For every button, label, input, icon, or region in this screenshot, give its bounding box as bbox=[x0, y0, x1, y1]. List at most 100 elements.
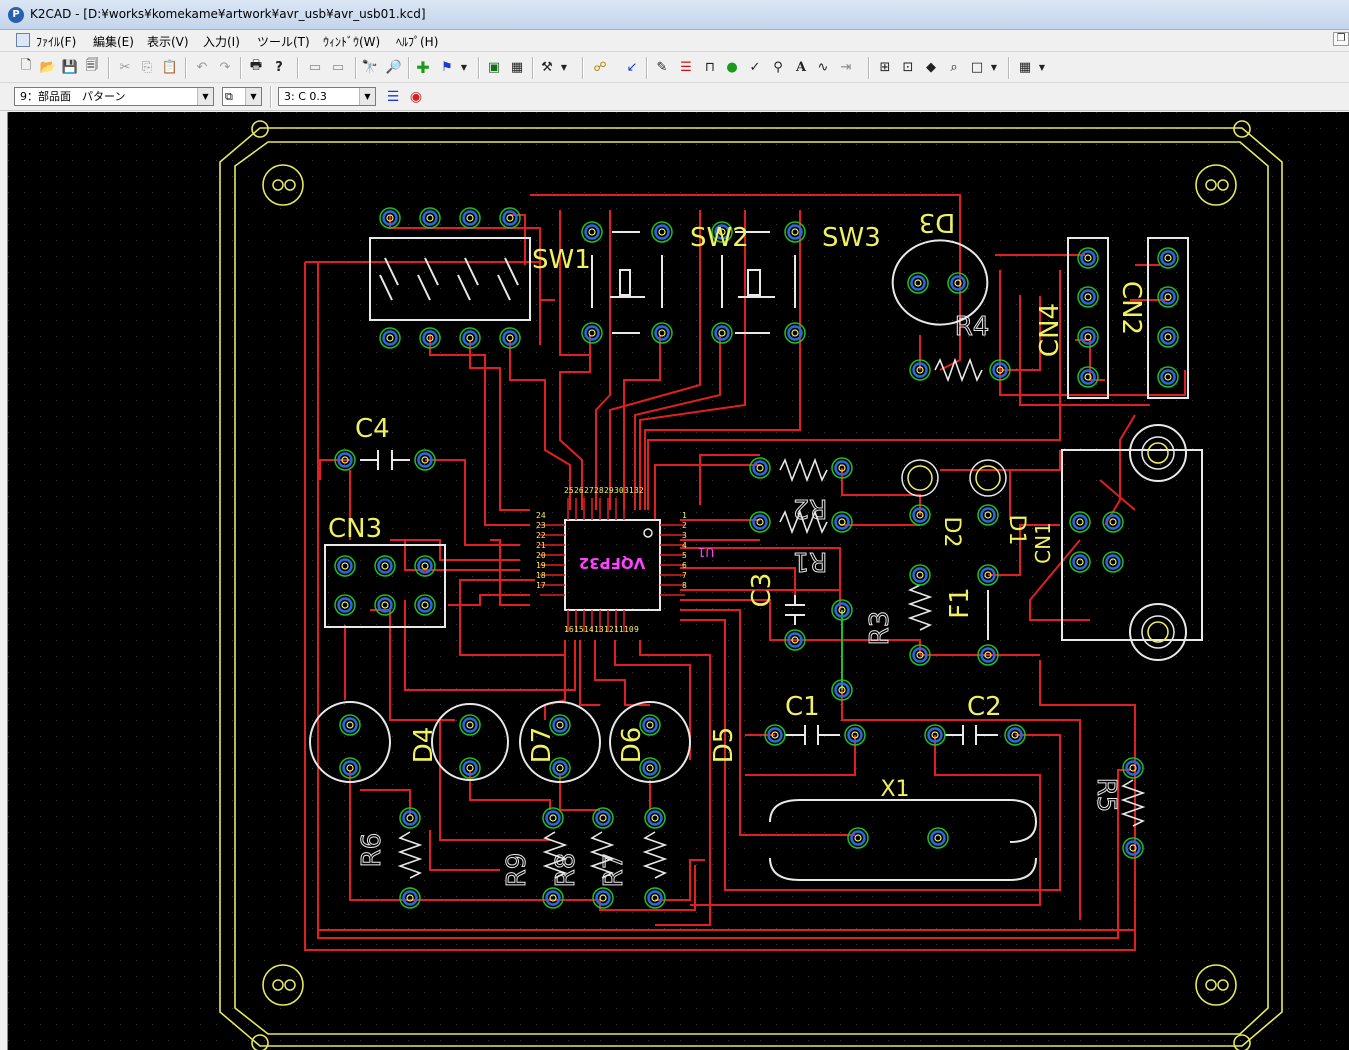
pad-ring[interactable] bbox=[379, 207, 401, 229]
pad-ring[interactable] bbox=[1157, 326, 1179, 348]
via-icon[interactable]: ☰ bbox=[680, 59, 692, 75]
pad-ring[interactable] bbox=[1157, 366, 1179, 388]
find-replace-icon[interactable]: 🔎 bbox=[385, 59, 403, 75]
add-part-icon[interactable]: ✚ bbox=[416, 57, 430, 77]
rectangle-icon[interactable]: □ bbox=[970, 59, 984, 75]
chevron-down-icon[interactable]: ▼ bbox=[197, 88, 213, 105]
select-arrow-icon[interactable]: ↙ bbox=[626, 59, 638, 75]
pad[interactable] bbox=[462, 210, 478, 226]
hammer-dropdown-icon[interactable]: ▼ bbox=[560, 62, 568, 72]
pad-ring[interactable] bbox=[1069, 551, 1091, 573]
pad-ring[interactable] bbox=[644, 807, 666, 829]
pad-ring[interactable] bbox=[334, 594, 356, 616]
layer-down-icon[interactable]: ▭ bbox=[331, 59, 345, 75]
new-file-icon[interactable]: 🗋 bbox=[20, 58, 32, 73]
save-all-icon[interactable]: 🗐 bbox=[85, 58, 99, 73]
mirror-icon[interactable]: ◆ bbox=[926, 59, 936, 75]
pad[interactable] bbox=[402, 890, 418, 906]
pad[interactable] bbox=[1160, 289, 1176, 305]
pad-ring[interactable] bbox=[644, 887, 666, 909]
pad-ring[interactable] bbox=[989, 359, 1011, 381]
pad[interactable] bbox=[834, 514, 850, 530]
pad-ring[interactable] bbox=[831, 679, 853, 701]
pad[interactable] bbox=[545, 810, 561, 826]
pad[interactable] bbox=[342, 717, 358, 733]
menu-input[interactable]: 入力(I) bbox=[203, 35, 240, 49]
pad-ring[interactable] bbox=[339, 714, 361, 736]
pad-ring[interactable] bbox=[334, 555, 356, 577]
pad[interactable] bbox=[342, 760, 358, 776]
pad-ring[interactable] bbox=[1077, 286, 1099, 308]
chevron-down-icon[interactable]: ▼ bbox=[359, 88, 375, 105]
large-pad[interactable] bbox=[969, 459, 1007, 497]
pad[interactable] bbox=[552, 717, 568, 733]
pad[interactable] bbox=[787, 224, 803, 240]
pad[interactable] bbox=[714, 325, 730, 341]
pad-ring[interactable] bbox=[749, 457, 771, 479]
pad[interactable] bbox=[502, 330, 518, 346]
copy-icon[interactable]: ⎘ bbox=[141, 59, 153, 75]
pad-ring[interactable] bbox=[1102, 511, 1124, 533]
measure-icon[interactable]: ✓ bbox=[749, 59, 761, 75]
pad[interactable] bbox=[654, 224, 670, 240]
layer-up-icon[interactable]: ▭ bbox=[308, 59, 322, 75]
pad-ring[interactable] bbox=[1077, 326, 1099, 348]
pad[interactable] bbox=[1160, 250, 1176, 266]
pad[interactable] bbox=[647, 890, 663, 906]
menu-view[interactable]: 表示(V) bbox=[147, 35, 189, 49]
pad[interactable] bbox=[714, 224, 730, 240]
pad-ring[interactable] bbox=[831, 457, 853, 479]
pad-ring[interactable] bbox=[909, 359, 931, 381]
pad-ring[interactable] bbox=[1122, 757, 1144, 779]
pad[interactable] bbox=[377, 558, 393, 574]
pad[interactable] bbox=[422, 210, 438, 226]
pad[interactable] bbox=[1125, 840, 1141, 856]
pad-ring[interactable] bbox=[909, 644, 931, 666]
flag-dropdown-icon[interactable]: ▼ bbox=[460, 62, 468, 72]
undo-icon[interactable]: ↶ bbox=[196, 59, 208, 75]
pad-ring[interactable] bbox=[784, 629, 806, 651]
pad[interactable] bbox=[647, 810, 663, 826]
k2cad-app-icon[interactable]: P bbox=[8, 7, 24, 23]
rotate-part-icon[interactable]: ⚲ bbox=[773, 59, 783, 75]
pad-ring[interactable] bbox=[831, 511, 853, 533]
pad-ring[interactable] bbox=[749, 511, 771, 533]
menu-window[interactable]: ｳｨﾝﾄﾞｳ(W) bbox=[323, 35, 381, 49]
zoom-glass-icon[interactable]: ⌕ bbox=[950, 59, 958, 75]
pad-ring[interactable] bbox=[784, 322, 806, 344]
pad[interactable] bbox=[337, 452, 353, 468]
pad[interactable] bbox=[1125, 760, 1141, 776]
pad-ring[interactable] bbox=[499, 327, 521, 349]
pad[interactable] bbox=[337, 558, 353, 574]
pad-ring[interactable] bbox=[379, 327, 401, 349]
menu-file[interactable]: ﾌｧｲﾙ(F) bbox=[36, 35, 77, 49]
pad-ring[interactable] bbox=[1077, 366, 1099, 388]
pad[interactable] bbox=[595, 890, 611, 906]
find-icon[interactable]: 🔭 bbox=[361, 59, 379, 75]
pad-ring[interactable] bbox=[1069, 511, 1091, 533]
pad-ring[interactable] bbox=[927, 827, 949, 849]
pad-ring[interactable] bbox=[651, 322, 673, 344]
pad-ring[interactable] bbox=[399, 887, 421, 909]
pad-ring[interactable] bbox=[592, 887, 614, 909]
pad-ring[interactable] bbox=[592, 807, 614, 829]
open-folder-icon[interactable]: 📂 bbox=[39, 59, 57, 75]
text-A-icon[interactable]: A bbox=[795, 59, 807, 75]
pad[interactable] bbox=[912, 647, 928, 663]
pad-ring[interactable] bbox=[419, 327, 441, 349]
pad-ring[interactable] bbox=[414, 555, 436, 577]
pad[interactable] bbox=[980, 647, 996, 663]
pad[interactable] bbox=[1080, 369, 1096, 385]
menu-edit[interactable]: 編集(E) bbox=[93, 35, 134, 49]
pad-ring[interactable] bbox=[947, 272, 969, 294]
pad-ring[interactable] bbox=[1004, 724, 1026, 746]
pen-select[interactable]: 3: C 0.3 ▼ bbox=[278, 87, 376, 106]
pad[interactable] bbox=[927, 727, 943, 743]
save-icon[interactable]: 💾 bbox=[61, 59, 79, 75]
pad[interactable] bbox=[1105, 554, 1121, 570]
pad[interactable] bbox=[930, 830, 946, 846]
pad-ring[interactable] bbox=[374, 555, 396, 577]
flag-icon[interactable]: ⚑ bbox=[441, 59, 453, 75]
pad[interactable] bbox=[654, 325, 670, 341]
pad-ring[interactable] bbox=[499, 207, 521, 229]
